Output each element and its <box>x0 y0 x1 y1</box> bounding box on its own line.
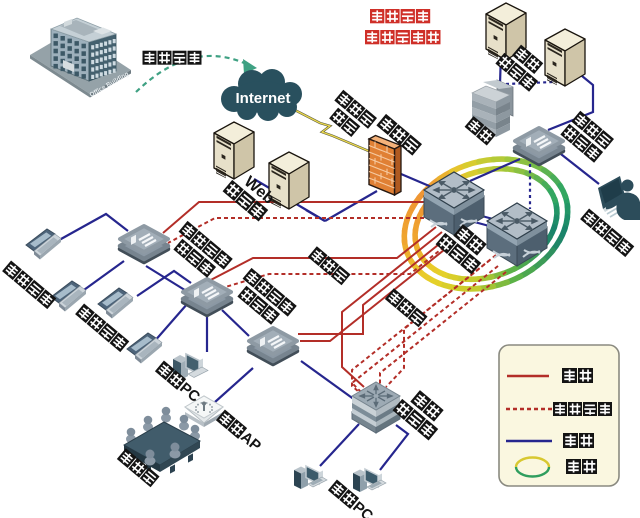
svg-text:Internet: Internet <box>235 90 290 107</box>
